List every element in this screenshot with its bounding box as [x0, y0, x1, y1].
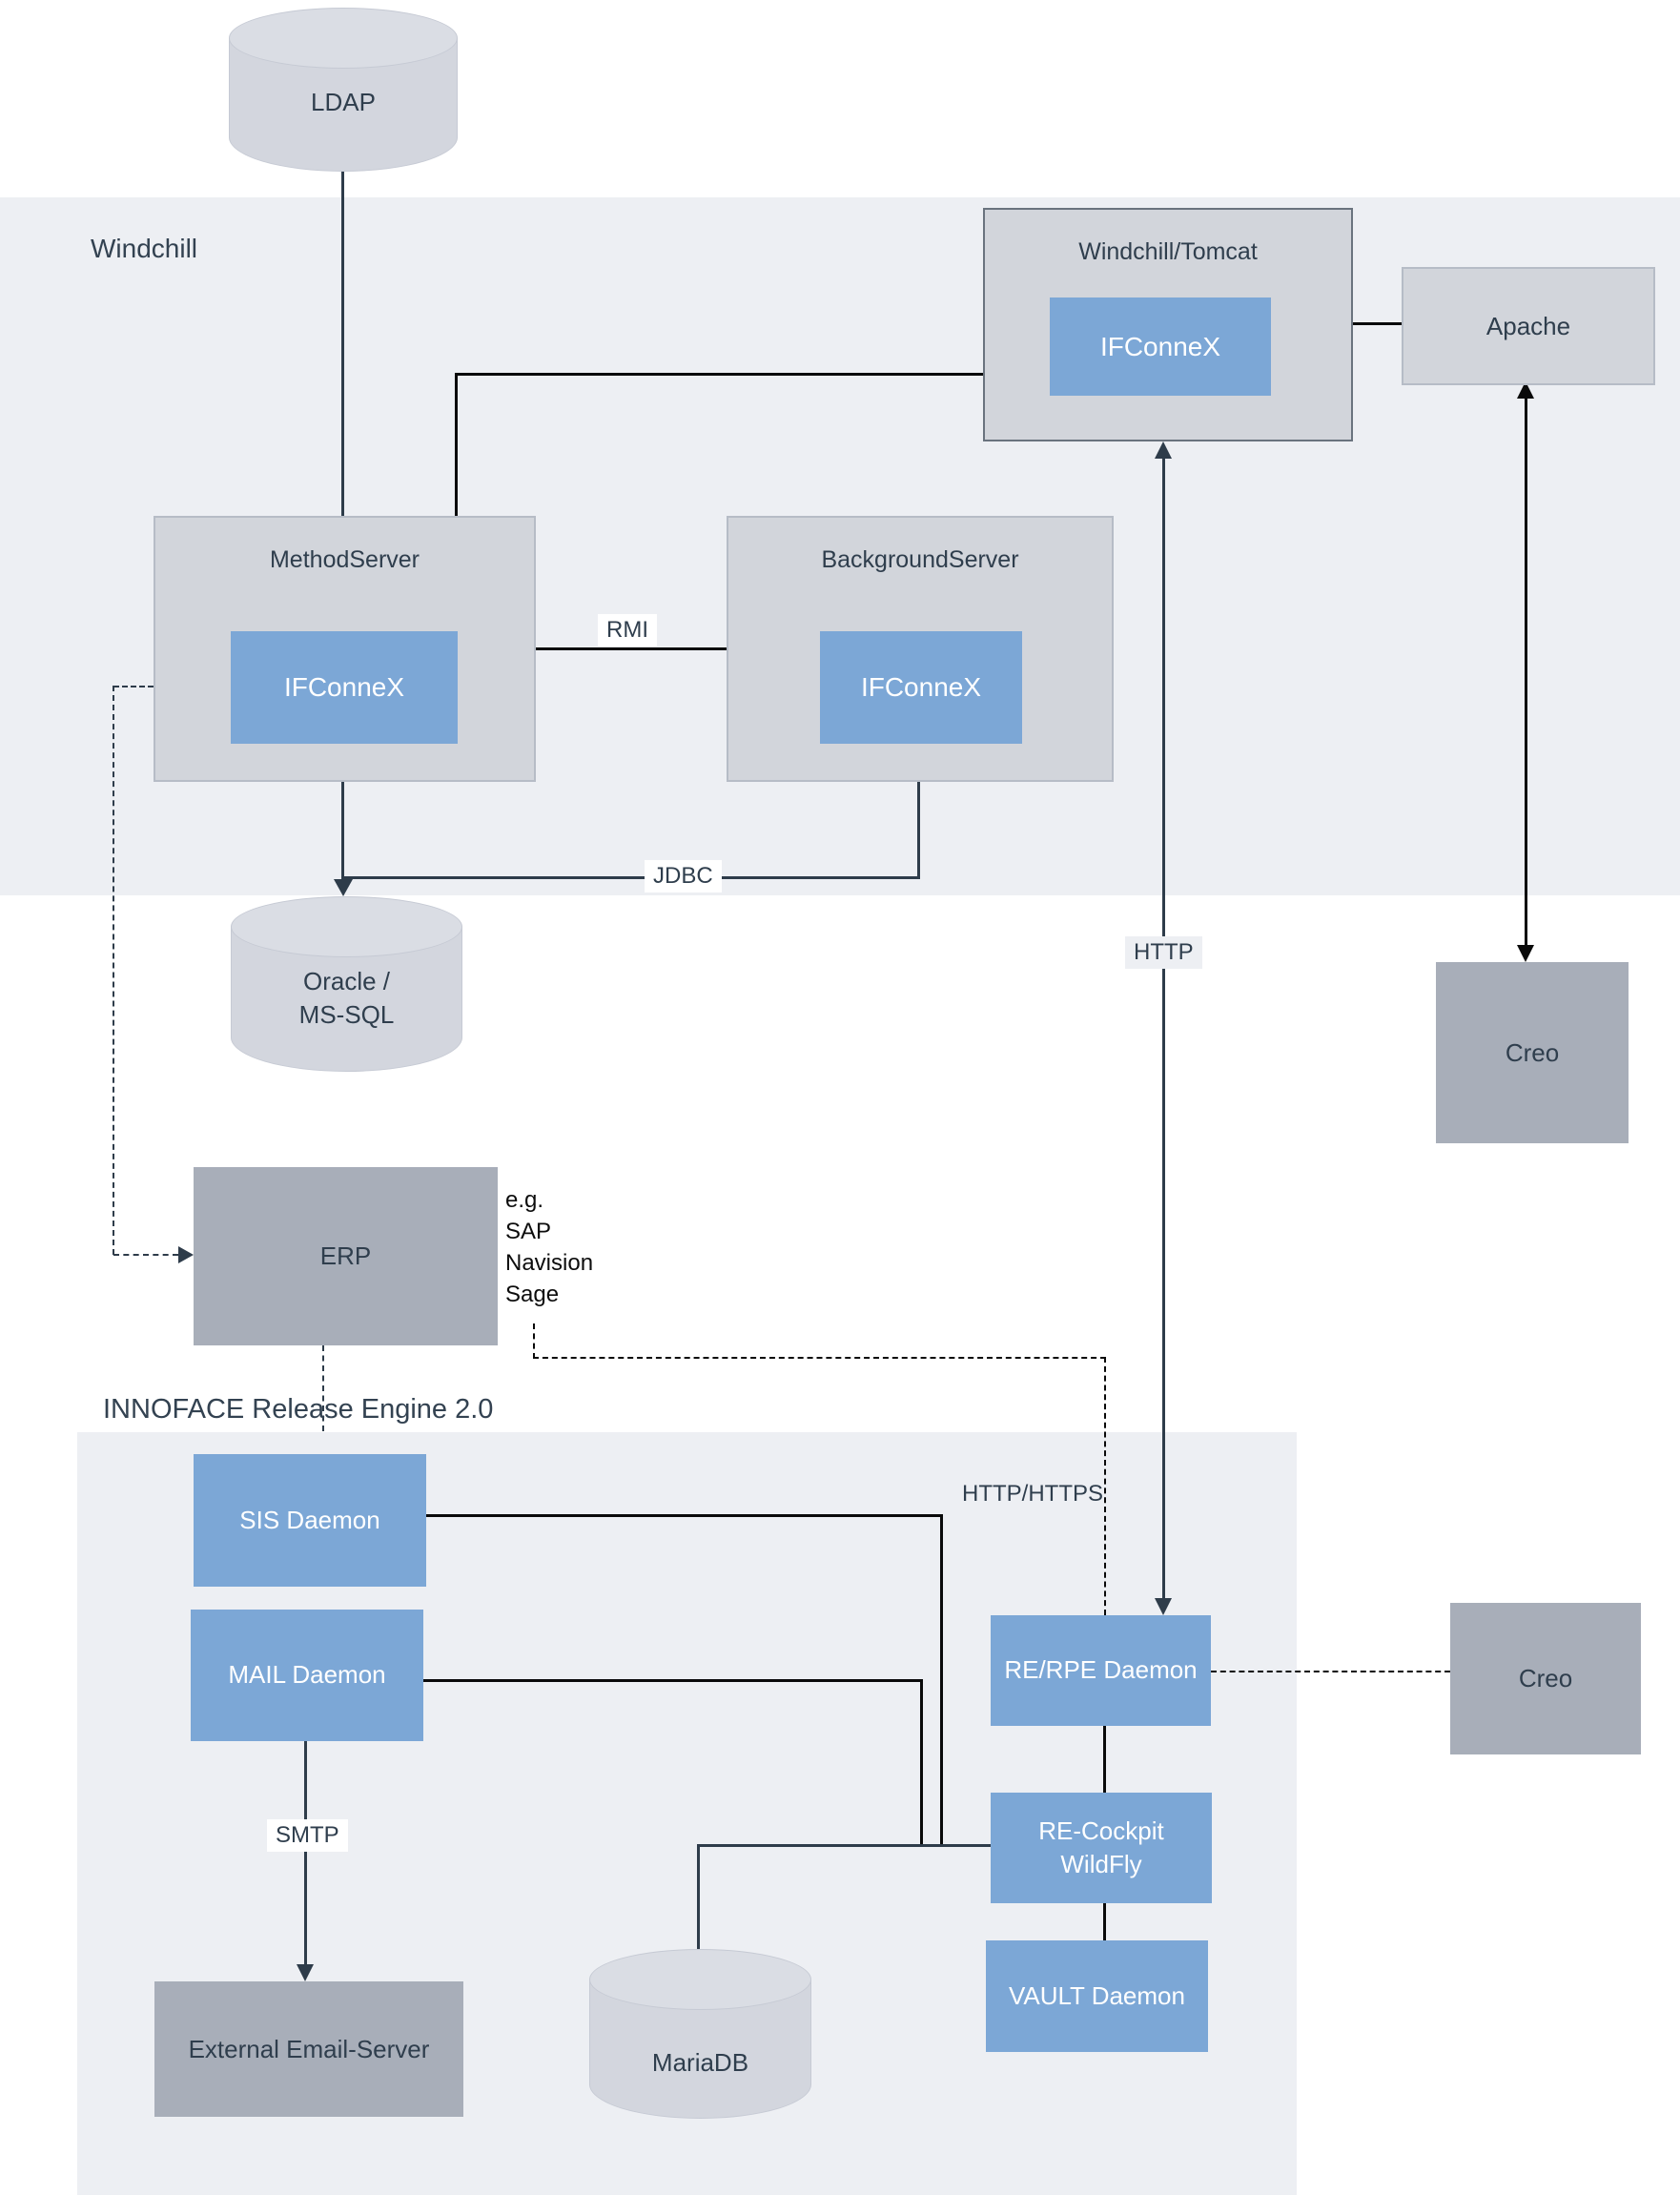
ldap-database: LDAP — [229, 8, 458, 172]
erp-label: ERP — [319, 1241, 372, 1270]
cylinder-top — [229, 8, 458, 69]
external-email-server-box: External Email-Server — [154, 1981, 463, 2117]
edge-methodserver-oracle — [341, 782, 344, 881]
mail-daemon-box: MAIL Daemon — [191, 1610, 423, 1741]
edge-recockpit-vault — [1103, 1903, 1106, 1940]
edge-sis-horizontal — [426, 1514, 943, 1517]
http-https-edge-label: HTTP/HTTPS — [962, 1481, 1103, 1507]
edge-erp-innoface-dash — [322, 1345, 324, 1431]
oracle-label-line2: MS-SQL — [298, 1000, 395, 1030]
http-edge-label: HTTP — [1125, 936, 1202, 969]
erp-note-line: Sage — [505, 1282, 560, 1307]
creo-re-box: Creo — [1450, 1603, 1641, 1754]
edge-smtp — [304, 1741, 307, 1966]
innoface-region-label: INNOFACE Release Engine 2.0 — [103, 1394, 494, 1425]
vault-daemon-box: VAULT Daemon — [986, 1940, 1208, 2052]
edge-erp-rerpe-dash-start — [533, 1323, 535, 1359]
external-email-server-label: External Email-Server — [188, 2034, 430, 2063]
edge-methodserver-tomcat-horizontal — [455, 373, 985, 376]
mariadb-label: MariaDB — [651, 2048, 749, 2077]
edge-mail-horizontal — [423, 1679, 923, 1682]
arrowhead-into-erp — [178, 1246, 194, 1263]
edge-http — [1162, 459, 1165, 1599]
erp-box: ERP — [194, 1167, 498, 1345]
sis-daemon-box: SIS Daemon — [194, 1454, 426, 1587]
edge-tomcat-apache — [1353, 322, 1403, 325]
oracle-label-line1: Oracle / — [302, 967, 391, 995]
ifconnex-methodserver-box: IFConneX — [231, 631, 458, 744]
ifconnex-backgroundserver-box: IFConneX — [820, 631, 1022, 744]
arrowhead-into-emailserver — [297, 1964, 314, 1981]
cylinder-top — [589, 1949, 811, 2010]
edge-rmi — [536, 647, 727, 650]
windchill-tomcat-title: Windchill/Tomcat — [1078, 238, 1258, 265]
apache-label: Apache — [1485, 311, 1571, 340]
recockpit-box: RE-Cockpit WildFly — [991, 1793, 1212, 1903]
edge-methodserver-erp-dash-vertical — [113, 686, 114, 1255]
ifconnex-backgroundserver-label: IFConneX — [860, 672, 982, 702]
edge-methodserver-erp-dash-top — [113, 686, 154, 687]
ifconnex-tomcat-label: IFConneX — [1099, 331, 1221, 361]
sis-daemon-label: SIS Daemon — [239, 1505, 380, 1534]
ldap-label: LDAP — [311, 88, 376, 116]
jdbc-edge-label: JDBC — [645, 860, 722, 892]
windchill-tomcat-box: Windchill/Tomcat IFConneX — [983, 208, 1353, 441]
edge-erp-rerpe-dash-horizontal — [533, 1357, 1106, 1359]
edge-ldap-methodserver — [341, 170, 344, 516]
oracle-label: Oracle / MS-SQL — [231, 965, 462, 1032]
apache-box: Apache — [1402, 267, 1655, 385]
edge-apache-creo — [1525, 397, 1527, 947]
ifconnex-methodserver-label: IFConneX — [283, 672, 405, 702]
ifconnex-tomcat-box: IFConneX — [1050, 297, 1271, 396]
edge-erp-rerpe-dash-vertical — [1104, 1357, 1106, 1615]
methodserver-title: MethodServer — [269, 546, 420, 573]
arrowhead-into-tomcat — [1155, 441, 1172, 459]
edge-sis-vertical — [940, 1514, 943, 1847]
vault-daemon-label: VAULT Daemon — [1009, 1980, 1185, 2010]
edge-methodserver-erp-dash-bottom — [113, 1254, 178, 1256]
edge-mariadb-vertical — [697, 1847, 700, 1949]
oracle-database: Oracle / MS-SQL — [231, 896, 462, 1072]
rerpe-daemon-label: RE/RPE Daemon — [1004, 1655, 1198, 1685]
arrowhead-into-rerpe — [1155, 1598, 1172, 1615]
mail-daemon-label: MAIL Daemon — [228, 1660, 386, 1690]
edge-methodserver-tomcat-vertical — [455, 373, 458, 516]
rerpe-daemon-box: RE/RPE Daemon — [991, 1615, 1211, 1726]
edge-backgroundserver-down — [917, 782, 920, 879]
smtp-edge-label: SMTP — [267, 1819, 348, 1852]
erp-note: e.g. SAP Navision Sage — [505, 1184, 593, 1310]
arrowhead-into-creo — [1517, 945, 1534, 962]
edge-rerpe-creo-dash — [1211, 1671, 1450, 1672]
edge-rerpe-recockpit — [1103, 1726, 1106, 1793]
cylinder-top — [231, 896, 462, 957]
creo-windchill-label: Creo — [1505, 1037, 1560, 1067]
arrowhead-into-oracle — [334, 879, 353, 896]
rmi-edge-label: RMI — [598, 614, 657, 646]
edge-jdbc-horizontal — [341, 876, 920, 879]
mariadb-database: MariaDB — [589, 1949, 811, 2119]
backgroundserver-title: BackgroundServer — [821, 546, 1019, 573]
creo-re-label: Creo — [1518, 1664, 1573, 1692]
erp-note-line: SAP — [505, 1219, 552, 1244]
erp-note-line: e.g. — [505, 1187, 544, 1213]
windchill-region-label: Windchill — [91, 234, 198, 263]
erp-note-line: Navision — [505, 1250, 594, 1276]
backgroundserver-box: BackgroundServer IFConneX — [727, 516, 1114, 782]
edge-into-recockpit — [697, 1844, 991, 1847]
recockpit-label-line2: WildFly — [1060, 1850, 1142, 1878]
creo-windchill-box: Creo — [1436, 962, 1629, 1143]
recockpit-label-line1: RE-Cockpit — [1038, 1815, 1164, 1845]
edge-mail-vertical — [920, 1679, 923, 1847]
methodserver-box: MethodServer IFConneX — [154, 516, 536, 782]
arrowhead-into-apache — [1517, 381, 1534, 399]
